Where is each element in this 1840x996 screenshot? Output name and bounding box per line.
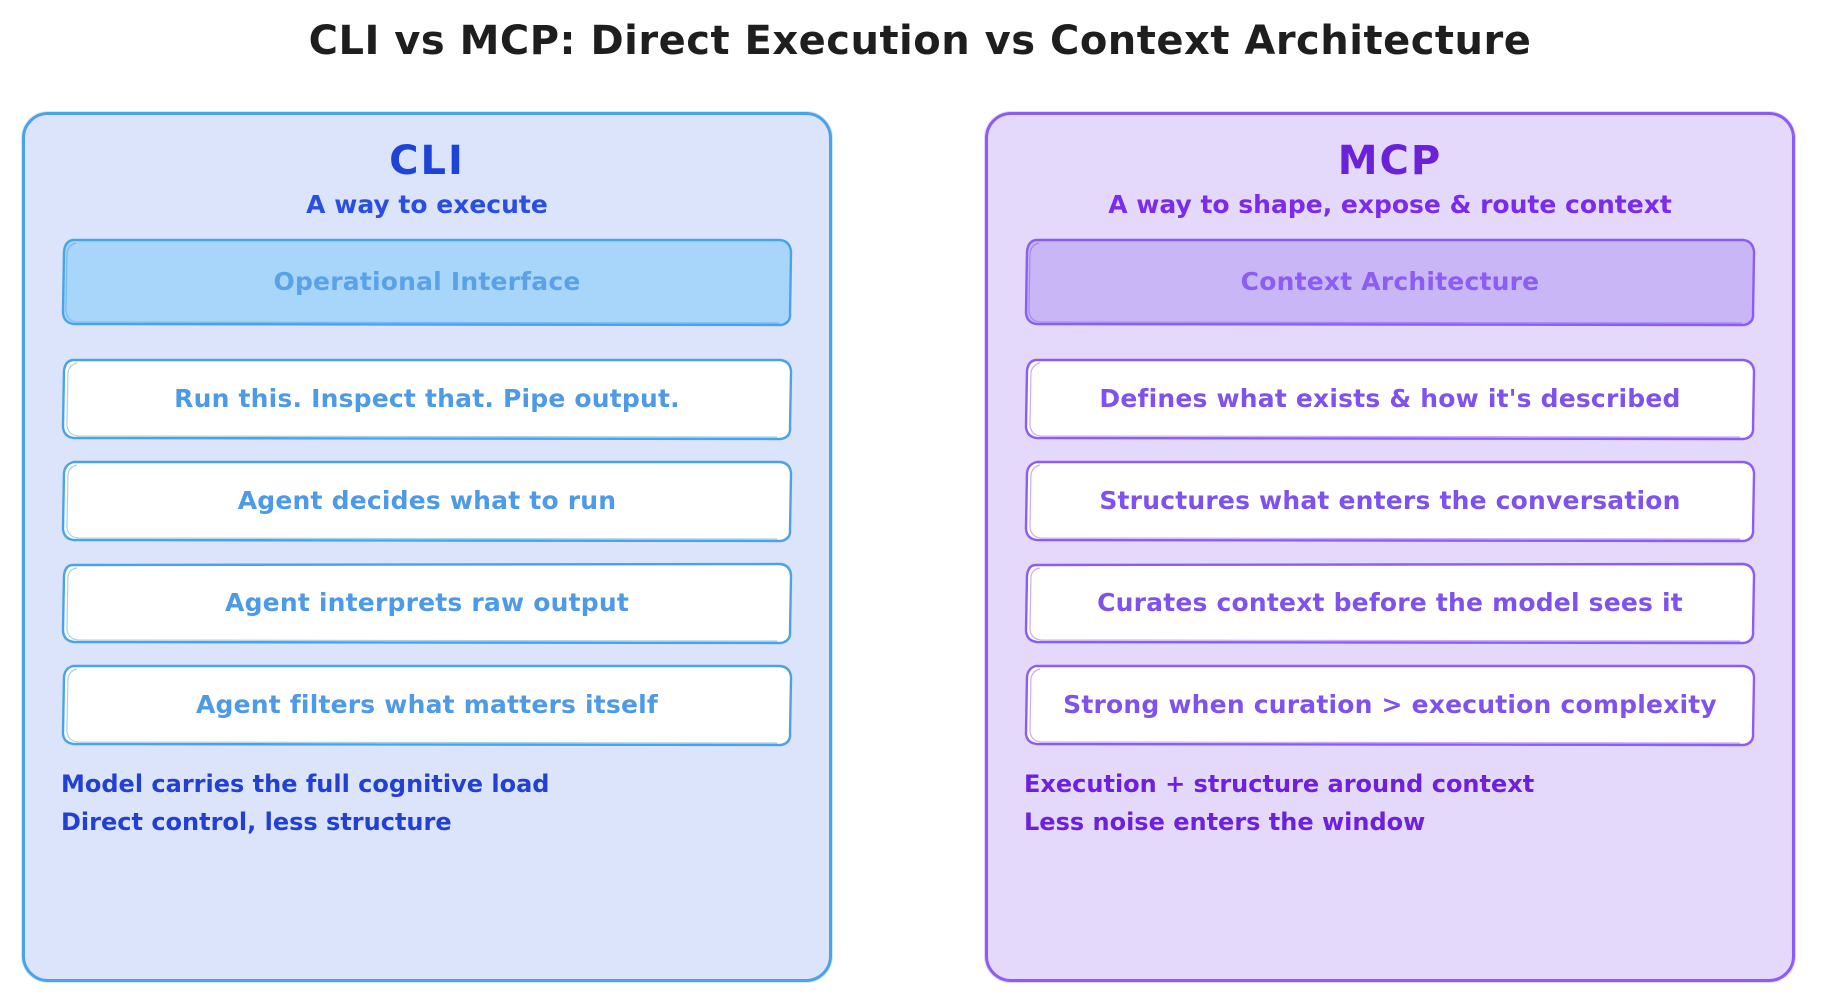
- mcp-item-2-label: Curates context before the model sees it: [1097, 588, 1683, 617]
- mcp-item-1: Structures what enters the conversation: [1022, 457, 1758, 545]
- mcp-item-3: Strong when curation > execution complex…: [1022, 661, 1758, 749]
- cli-footer-line-0: Model carries the full cognitive load: [61, 769, 550, 798]
- mcp-footer-line-1: Less noise enters the window: [1024, 808, 1426, 837]
- cli-footer-line-1: Direct control, less structure: [61, 808, 452, 837]
- mcp-item-0-outline: [1024, 358, 1756, 440]
- cli-item-3: Agent filters what matters itself: [59, 661, 795, 749]
- mcp-item-3-outline: [1024, 664, 1756, 746]
- mcp-footer: Execution + structure around context Les…: [1022, 765, 1758, 843]
- mcp-footer-line-0: Execution + structure around context: [1024, 769, 1535, 798]
- cli-item-0: Run this. Inspect that. Pipe output.: [59, 355, 795, 443]
- cli-header-box: Operational Interface: [59, 235, 795, 329]
- cli-item-0-label: Run this. Inspect that. Pipe output.: [174, 384, 680, 413]
- mcp-item-0-label: Defines what exists & how it's described: [1099, 384, 1681, 413]
- cli-header-box-outline: [61, 238, 793, 326]
- cli-item-2-label: Agent interprets raw output: [225, 588, 629, 617]
- cli-header-box-label: Operational Interface: [273, 267, 581, 296]
- cli-item-2-outline: [61, 562, 793, 644]
- mcp-item-1-outline: [1024, 460, 1756, 542]
- mcp-header-box: Context Architecture: [1022, 235, 1758, 329]
- mcp-item-0: Defines what exists & how it's described: [1022, 355, 1758, 443]
- cli-footer: Model carries the full cognitive load Di…: [59, 765, 795, 843]
- mcp-header-box-outline: [1024, 238, 1756, 326]
- panel-cli-title: CLI: [389, 138, 465, 184]
- cli-item-1: Agent decides what to run: [59, 457, 795, 545]
- mcp-item-2-outline: [1024, 562, 1756, 644]
- panel-mcp-title: MCP: [1337, 138, 1443, 184]
- panel-cli-subtitle: A way to execute: [306, 190, 548, 219]
- cli-item-2: Agent interprets raw output: [59, 559, 795, 647]
- cli-item-1-outline: [61, 460, 793, 542]
- mcp-header-box-label: Context Architecture: [1240, 267, 1540, 296]
- mcp-item-2: Curates context before the model sees it: [1022, 559, 1758, 647]
- mcp-item-1-label: Structures what enters the conversation: [1099, 486, 1681, 515]
- cli-item-3-label: Agent filters what matters itself: [196, 690, 658, 719]
- cli-item-0-outline: [61, 358, 793, 440]
- cli-item-1-label: Agent decides what to run: [237, 486, 617, 515]
- panel-mcp-subtitle: A way to shape, expose & route context: [1108, 190, 1672, 219]
- cli-item-3-outline: [61, 664, 793, 746]
- mcp-item-3-label: Strong when curation > execution complex…: [1063, 690, 1717, 719]
- panel-mcp: MCP A way to shape, expose & route conte…: [985, 112, 1795, 982]
- panel-cli: CLI A way to execute Operational Interfa…: [22, 112, 832, 982]
- page-title: CLI vs MCP: Direct Execution vs Context …: [308, 18, 1532, 64]
